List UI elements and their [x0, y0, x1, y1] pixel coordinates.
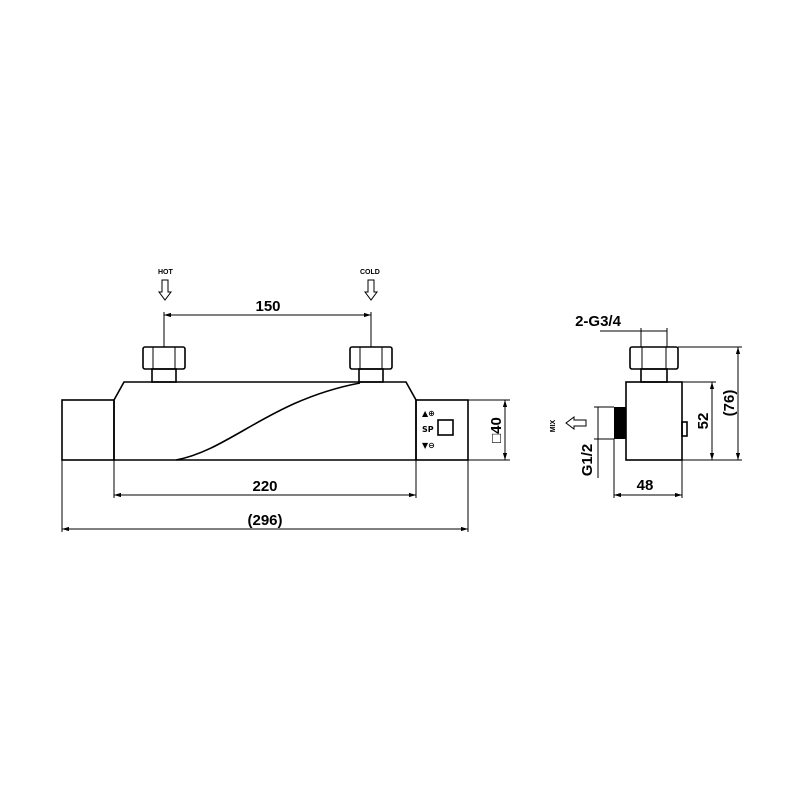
dim-body-length: 220 — [113, 460, 417, 498]
hot-arrow-icon — [158, 279, 172, 301]
dim-overall-length-label: (296) — [247, 512, 282, 529]
dim-section: □40 — [468, 399, 510, 461]
cold-arrow-icon — [364, 279, 378, 301]
mix-label: MIX — [550, 419, 557, 432]
control-down-symbol: ▼⊖ — [422, 441, 435, 450]
right-control-cap — [415, 399, 469, 461]
dim-inlet-spacing: 150 — [163, 298, 372, 347]
control-sp-label: SP — [422, 425, 434, 434]
dim-inlet-thread-label: 2-G3/4 — [575, 313, 622, 330]
left-end-cap — [61, 399, 115, 461]
control-up-symbol: ▲⊕ — [422, 409, 435, 418]
dim-overall-length: (296) — [61, 460, 469, 532]
hot-inlet-nut — [142, 346, 186, 383]
dim-outlet-thread-label: G1/2 — [579, 444, 596, 477]
control-square — [437, 419, 454, 436]
dim-overall-height: (76) — [678, 346, 742, 461]
body-curve — [175, 382, 361, 461]
dim-inlet-spacing-label: 150 — [255, 298, 280, 315]
mix-arrow-icon — [565, 416, 587, 430]
side-view: MIX 2-G3/4 G1/2 48 52 — [550, 313, 742, 498]
dim-section-label: □40 — [488, 417, 505, 443]
dim-body-length-label: 220 — [252, 478, 277, 495]
dim-depth: 48 — [613, 439, 683, 498]
hot-label: HOT — [158, 269, 174, 276]
dim-outlet-thread: G1/2 — [579, 406, 602, 478]
dim-inlet-thread: 2-G3/4 — [575, 313, 668, 347]
side-tab — [681, 421, 688, 437]
dim-overall-height-label: (76) — [721, 390, 738, 417]
side-body — [625, 381, 683, 461]
side-outlet-thread — [600, 406, 626, 440]
dim-body-height: 52 — [682, 381, 716, 461]
front-view: ▲⊕ SP ▼⊖ HOT COLD 150 — [61, 269, 510, 532]
dim-body-height-label: 52 — [695, 413, 712, 430]
cold-inlet-nut — [349, 346, 393, 383]
dim-depth-label: 48 — [637, 477, 654, 494]
side-inlet-nut — [629, 346, 679, 383]
cold-label: COLD — [360, 269, 380, 276]
main-body — [113, 381, 417, 461]
